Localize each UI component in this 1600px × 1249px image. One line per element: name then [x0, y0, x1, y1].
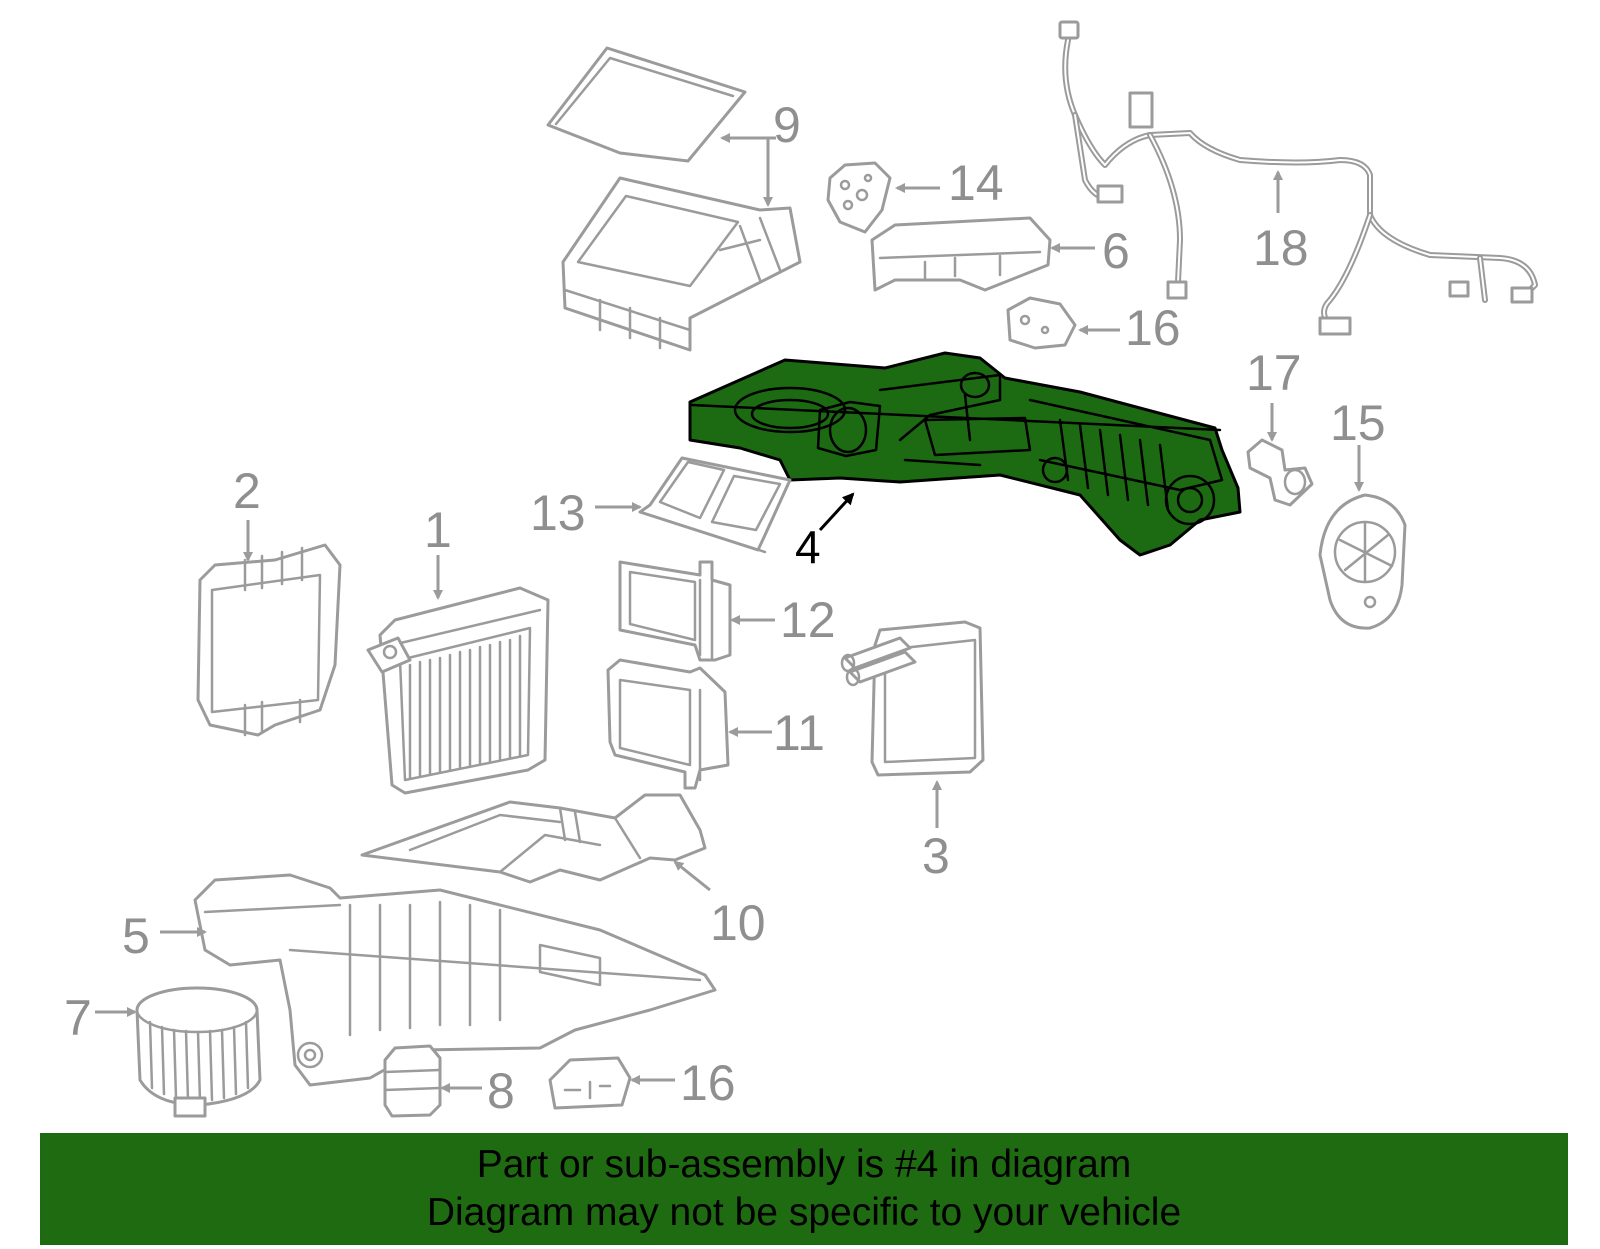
callout-1: 1 [424, 502, 452, 558]
part-9-filter-cover[interactable] [546, 46, 747, 163]
callout-labels: 9 14 6 16 18 17 15 4 13 2 1 12 11 3 10 5… [64, 97, 1386, 1119]
part-2-module-frame[interactable] [196, 543, 342, 737]
callout-16-upper: 16 [1125, 300, 1181, 356]
callout-2: 2 [233, 463, 261, 519]
part-1-evaporator[interactable] [366, 586, 550, 795]
part-12-filter-door[interactable] [618, 560, 732, 662]
part-11-filter-door[interactable] [606, 658, 730, 790]
callout-5: 5 [122, 908, 150, 964]
part-17-sensor[interactable] [1246, 438, 1314, 507]
part-4-hvac-module-highlighted[interactable] [688, 351, 1242, 557]
part-18-wiring-harness[interactable] [1058, 20, 1538, 336]
callout-7: 7 [64, 990, 92, 1046]
callout-3: 3 [922, 828, 950, 884]
part-14-actuator[interactable] [826, 161, 892, 234]
banner-line-disclaimer: Diagram may not be specific to your vehi… [426, 1191, 1182, 1234]
part-16-actuator-lower[interactable] [548, 1056, 632, 1110]
part-13-filter[interactable] [638, 456, 792, 554]
part-6-cover[interactable] [870, 216, 1052, 292]
info-banner: Part or sub-assembly is #4 in diagram Di… [40, 1133, 1568, 1245]
leader-lines [95, 133, 1364, 1093]
callout-16-lower: 16 [680, 1055, 736, 1111]
part-15-blower-motor-rear[interactable] [1318, 493, 1407, 630]
callout-11: 11 [773, 705, 825, 761]
callout-10: 10 [710, 895, 766, 951]
callout-8: 8 [487, 1063, 515, 1119]
part-5-lower-case[interactable] [193, 873, 717, 1087]
part-8-resistor[interactable] [383, 1044, 442, 1118]
callout-4: 4 [795, 521, 821, 573]
part-3-heater-core[interactable] [840, 620, 985, 777]
callout-15: 15 [1330, 395, 1386, 451]
callout-18: 18 [1253, 220, 1309, 276]
part-16-actuator-upper[interactable] [1006, 296, 1077, 350]
callout-17: 17 [1246, 345, 1302, 401]
callout-9: 9 [773, 97, 801, 153]
callout-12: 12 [780, 592, 836, 648]
part-10-duct[interactable] [360, 793, 707, 884]
part-9-filter-housing[interactable] [561, 176, 802, 352]
callout-6: 6 [1102, 223, 1130, 279]
callout-13: 13 [530, 485, 586, 541]
banner-line-part: Part or sub-assembly is #4 in diagram [476, 1143, 1132, 1186]
callout-14: 14 [948, 155, 1004, 211]
part-7-blower-motor[interactable] [135, 986, 262, 1118]
